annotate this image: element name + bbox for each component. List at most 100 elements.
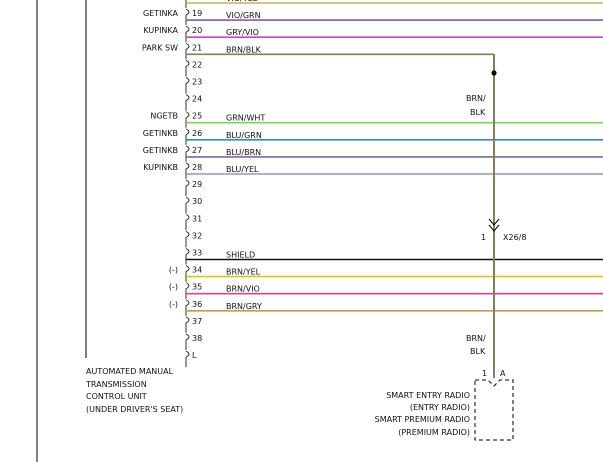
- pin-bracket: [185, 8, 190, 26]
- pin-L: L: [185, 350, 197, 368]
- radio-terminal: A: [500, 369, 506, 378]
- pin-signal-name: (-): [169, 283, 178, 292]
- wire-color-label: BRN/GRY: [226, 302, 262, 311]
- pin-bracket: [185, 25, 190, 43]
- wire-color-label: BRN/VIO: [226, 285, 260, 294]
- pin-bracket: [185, 128, 190, 145]
- radio-pin-number: 1: [482, 369, 487, 378]
- pin-18: 18 GETINKA VIO/YEL: [143, 0, 603, 8]
- wire-color-label: BLU/YEL: [226, 165, 259, 174]
- pin-36: 36 (-) BRN/GRY: [169, 299, 603, 316]
- module-label-line: AUTOMATED MANUAL: [86, 367, 174, 376]
- pin-34: 34 (-) BRN/YEL: [169, 265, 603, 282]
- pin-number: 26: [192, 129, 202, 138]
- pin-number: 38: [192, 334, 202, 343]
- pin-24: 24: [185, 94, 202, 111]
- radio-label-line: SMART ENTRY RADIO: [386, 391, 470, 400]
- inline-connector-x26: 1 X26/8: [481, 218, 526, 242]
- pin-signal-name: (-): [169, 300, 178, 309]
- pin-signal-name: GETINKA: [143, 0, 179, 1]
- pin-bracket: [185, 179, 190, 197]
- brn-blk-vertical-wire: BRN/ BLK BRN/ BLK: [466, 54, 497, 372]
- pin-bracket: [185, 42, 190, 60]
- pin-number: 34: [192, 266, 202, 275]
- connector-symbol: [488, 218, 500, 232]
- pin-number: 22: [192, 60, 202, 69]
- pin-signal-name: (-): [169, 266, 178, 275]
- pin-number: 35: [192, 283, 202, 292]
- pin-bracket: [185, 111, 190, 128]
- pin-number: 30: [192, 197, 202, 206]
- pin-number: 31: [192, 214, 202, 223]
- pin-signal-name: KUPINKA: [143, 26, 178, 35]
- pin-number: 33: [192, 249, 202, 258]
- pin-37: 37: [185, 316, 202, 333]
- wire-color-label: BLU/BRN: [226, 148, 261, 157]
- smart-entry-radio: 1 A SMART ENTRY RADIO (ENTRY RADIO) SMAR…: [375, 369, 514, 441]
- splice-dot: [491, 70, 497, 76]
- pin-bracket: [185, 231, 190, 248]
- pin-bracket: [185, 94, 190, 111]
- pin-signal-name: GETINKA: [143, 9, 179, 18]
- connector-pin-number: 1: [481, 233, 486, 242]
- radio-label-line: (ENTRY RADIO): [410, 403, 470, 412]
- pin-bracket: [185, 213, 190, 231]
- pin-bracket: [185, 350, 190, 368]
- pin-bracket: [185, 196, 190, 214]
- pin-signal-name: PARK SW: [142, 43, 178, 52]
- pin-number: 29: [192, 180, 202, 189]
- radio-label-line: SMART PREMIUM RADIO: [375, 415, 470, 424]
- pin-number: 37: [192, 317, 202, 326]
- pin-number: 24: [192, 95, 202, 104]
- pin-bracket: [185, 0, 187, 8]
- connector-name: X26/8: [503, 233, 526, 242]
- pin-bracket: [185, 145, 190, 162]
- pin-number: 27: [192, 146, 202, 155]
- wire-color-label: SHIELD: [226, 251, 255, 260]
- pin-number: 25: [192, 112, 202, 121]
- wire-color-label: BRN/YEL: [226, 268, 261, 277]
- pin-number: 28: [192, 163, 202, 172]
- pin-number: 21: [192, 43, 202, 52]
- pin-signal-name: NGETB: [150, 112, 178, 121]
- pin-31: 31: [185, 213, 202, 231]
- pin-number: 32: [192, 231, 202, 240]
- pin-38: 38: [185, 333, 202, 350]
- module-label-line: CONTROL UNIT: [86, 392, 147, 401]
- pin-bracket: [185, 282, 190, 299]
- wire-label: BRN/: [466, 94, 486, 103]
- connector-pins: 18GETINKAVIO/YEL19GETINKAVIO/GRN20KUPINK…: [142, 0, 603, 368]
- wire-color-label: VIO/GRN: [226, 11, 261, 20]
- pin-bracket: [185, 77, 190, 94]
- wire-label: BLK: [470, 347, 486, 356]
- wire-color-label: BRN/BLK: [226, 45, 262, 54]
- wire-color-label: VIO/YEL: [226, 0, 258, 3]
- pin-29: 29: [185, 179, 202, 197]
- pin-bracket: [185, 265, 190, 282]
- module-label-line: (UNDER DRIVER'S SEAT): [86, 405, 183, 414]
- pin-number: 18: [192, 0, 202, 1]
- pin-signal-name: GETINKB: [143, 146, 178, 155]
- pin-bracket: [185, 316, 190, 333]
- pin-28: 28 KUPINKB BLU/YEL: [143, 162, 603, 179]
- module-label-line: TRANSMISSION: [85, 380, 147, 389]
- pin-21: 21 PARK SW BRN/BLK: [142, 42, 494, 60]
- radio-label-line: (PREMIUM RADIO): [398, 428, 470, 437]
- pin-bracket: [185, 162, 190, 179]
- wire-label: BRN/: [466, 334, 486, 343]
- pin-signal-name: KUPINKB: [143, 163, 178, 172]
- pin-number: 36: [192, 300, 202, 309]
- pin-30: 30: [185, 196, 202, 214]
- pin-number: 20: [192, 26, 202, 35]
- pin-22: 22: [185, 60, 202, 77]
- module-label: AUTOMATED MANUAL TRANSMISSION CONTROL UN…: [85, 367, 183, 414]
- pin-number: 23: [192, 78, 202, 87]
- radio-box: [474, 379, 514, 441]
- pin-35: 35 (-) BRN/VIO: [169, 282, 603, 299]
- pin-33: 33 SHIELD: [185, 248, 603, 265]
- pin-23: 23: [185, 77, 202, 94]
